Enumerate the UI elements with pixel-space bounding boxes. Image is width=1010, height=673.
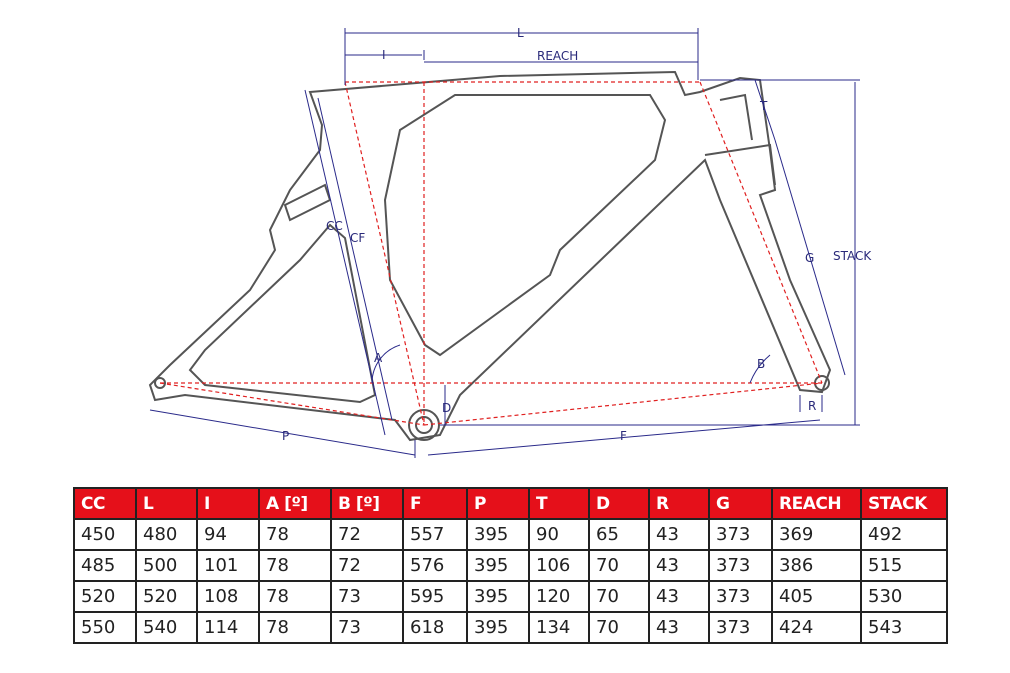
table-cell: 373 [708,611,773,644]
table-cell: 386 [771,549,862,582]
label-R: R [808,399,816,413]
table-cell: 557 [402,518,468,551]
table-cell: 43 [648,611,710,644]
table-cell: 101 [196,549,260,582]
table-cell: 424 [771,611,862,644]
table-cell: 94 [196,518,260,551]
dimension-lines [149,28,860,458]
label-CF: CF [350,231,365,245]
column-header: STACK [860,487,948,520]
table-cell: 480 [135,518,198,551]
label-T: T [759,99,768,113]
table-cell: 72 [330,518,404,551]
column-header: D [588,487,650,520]
table-cell: 395 [466,611,530,644]
label-D: D [442,401,451,415]
table-cell: 72 [330,549,404,582]
label-P: P [282,429,289,443]
table-cell: 485 [73,549,137,582]
table-cell: 492 [860,518,948,551]
column-header: R [648,487,710,520]
table-cell: 78 [258,611,332,644]
label-B: B [757,357,765,371]
table-cell: 618 [402,611,468,644]
table-cell: 373 [708,549,773,582]
table-cell: 78 [258,549,332,582]
table-cell: 576 [402,549,468,582]
table-cell: 73 [330,580,404,613]
table-cell: 530 [860,580,948,613]
table-cell: 515 [860,549,948,582]
centerlines [159,81,823,426]
table-cell: 550 [73,611,137,644]
table-cell: 106 [528,549,590,582]
column-header: REACH [771,487,862,520]
label-I: I [382,48,386,62]
table-cell: 405 [771,580,862,613]
table-cell: 373 [708,518,773,551]
table-cell: 500 [135,549,198,582]
table-cell: 78 [258,518,332,551]
table-cell: 43 [648,518,710,551]
table-cell: 395 [466,580,530,613]
table-cell: 595 [402,580,468,613]
table-cell: 520 [135,580,198,613]
table-cell: 520 [73,580,137,613]
column-header: CC [73,487,137,520]
table-cell: 108 [196,580,260,613]
label-G: G [805,251,814,265]
table-cell: 43 [648,549,710,582]
table-cell: 43 [648,580,710,613]
table-cell: 540 [135,611,198,644]
frame-geometry-diagram: L I REACH T G STACK CC CF A B D R P F [148,26,872,458]
table-cell: 450 [73,518,137,551]
table-cell: 73 [330,611,404,644]
label-F: F [620,429,627,443]
column-header: L [135,487,198,520]
label-A: A [374,351,383,365]
table-cell: 65 [588,518,650,551]
column-header: G [708,487,773,520]
table-cell: 120 [528,580,590,613]
column-header: B [º] [330,487,404,520]
table-cell: 395 [466,549,530,582]
table-cell: 543 [860,611,948,644]
table-cell: 114 [196,611,260,644]
label-reach: REACH [537,49,578,63]
table-cell: 134 [528,611,590,644]
column-header: T [528,487,590,520]
column-header: I [196,487,260,520]
column-header: A [º] [258,487,332,520]
table-cell: 70 [588,549,650,582]
table-cell: 90 [528,518,590,551]
table-cell: 369 [771,518,862,551]
frame-outline [148,70,832,442]
label-CC: CC [326,219,343,233]
column-header: F [402,487,468,520]
label-L: L [517,26,524,40]
table-cell: 70 [588,580,650,613]
table-cell: 373 [708,580,773,613]
column-header: P [466,487,530,520]
table-cell: 70 [588,611,650,644]
label-stack: STACK [833,249,872,263]
table-cell: 395 [466,518,530,551]
table-cell: 78 [258,580,332,613]
